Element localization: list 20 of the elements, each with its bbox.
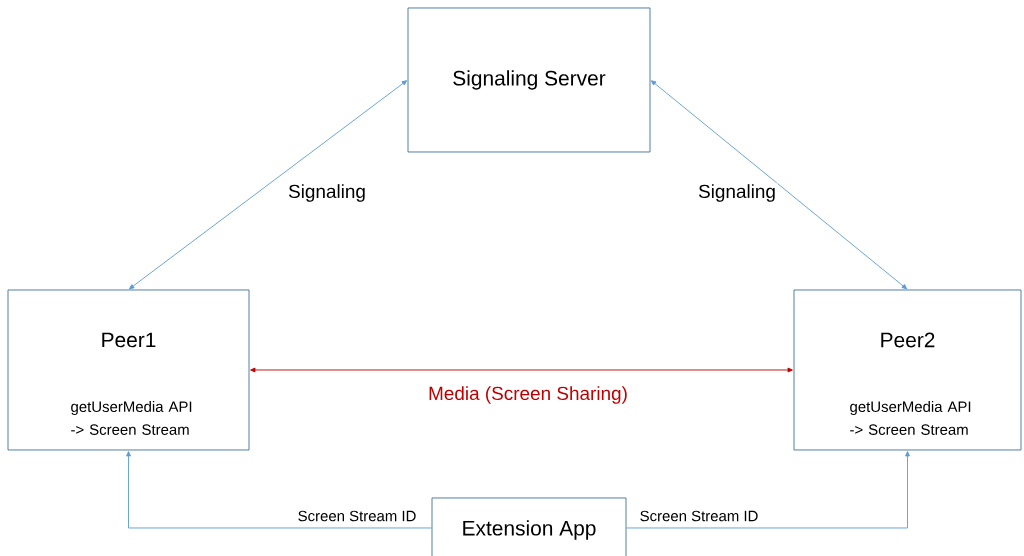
edge-label: Media (Screen Sharing)	[426, 384, 630, 406]
process-box	[7, 289, 250, 451]
process-box	[407, 7, 651, 153]
box-title: Extension App	[463, 520, 596, 540]
edge-label: Signaling	[286, 182, 368, 204]
arrow	[129, 80, 408, 290]
arrow	[126, 451, 432, 529]
box-title: Peer1	[102, 332, 156, 348]
edge-label: Signaling	[696, 182, 778, 204]
arrow	[626, 451, 910, 529]
arrow	[250, 367, 793, 373]
box-description: getUserMedia API -> Screen Stream	[71, 401, 192, 435]
process-box	[431, 497, 627, 556]
arrow	[650, 80, 908, 290]
box-title: Signaling Server	[453, 70, 606, 90]
process-box	[793, 289, 1022, 451]
edge-label: Screen Stream ID	[296, 509, 418, 523]
box-description: getUserMedia API -> Screen Stream	[850, 401, 971, 435]
edge-label: Screen Stream ID	[638, 509, 760, 523]
box-title: Peer2	[881, 332, 935, 348]
